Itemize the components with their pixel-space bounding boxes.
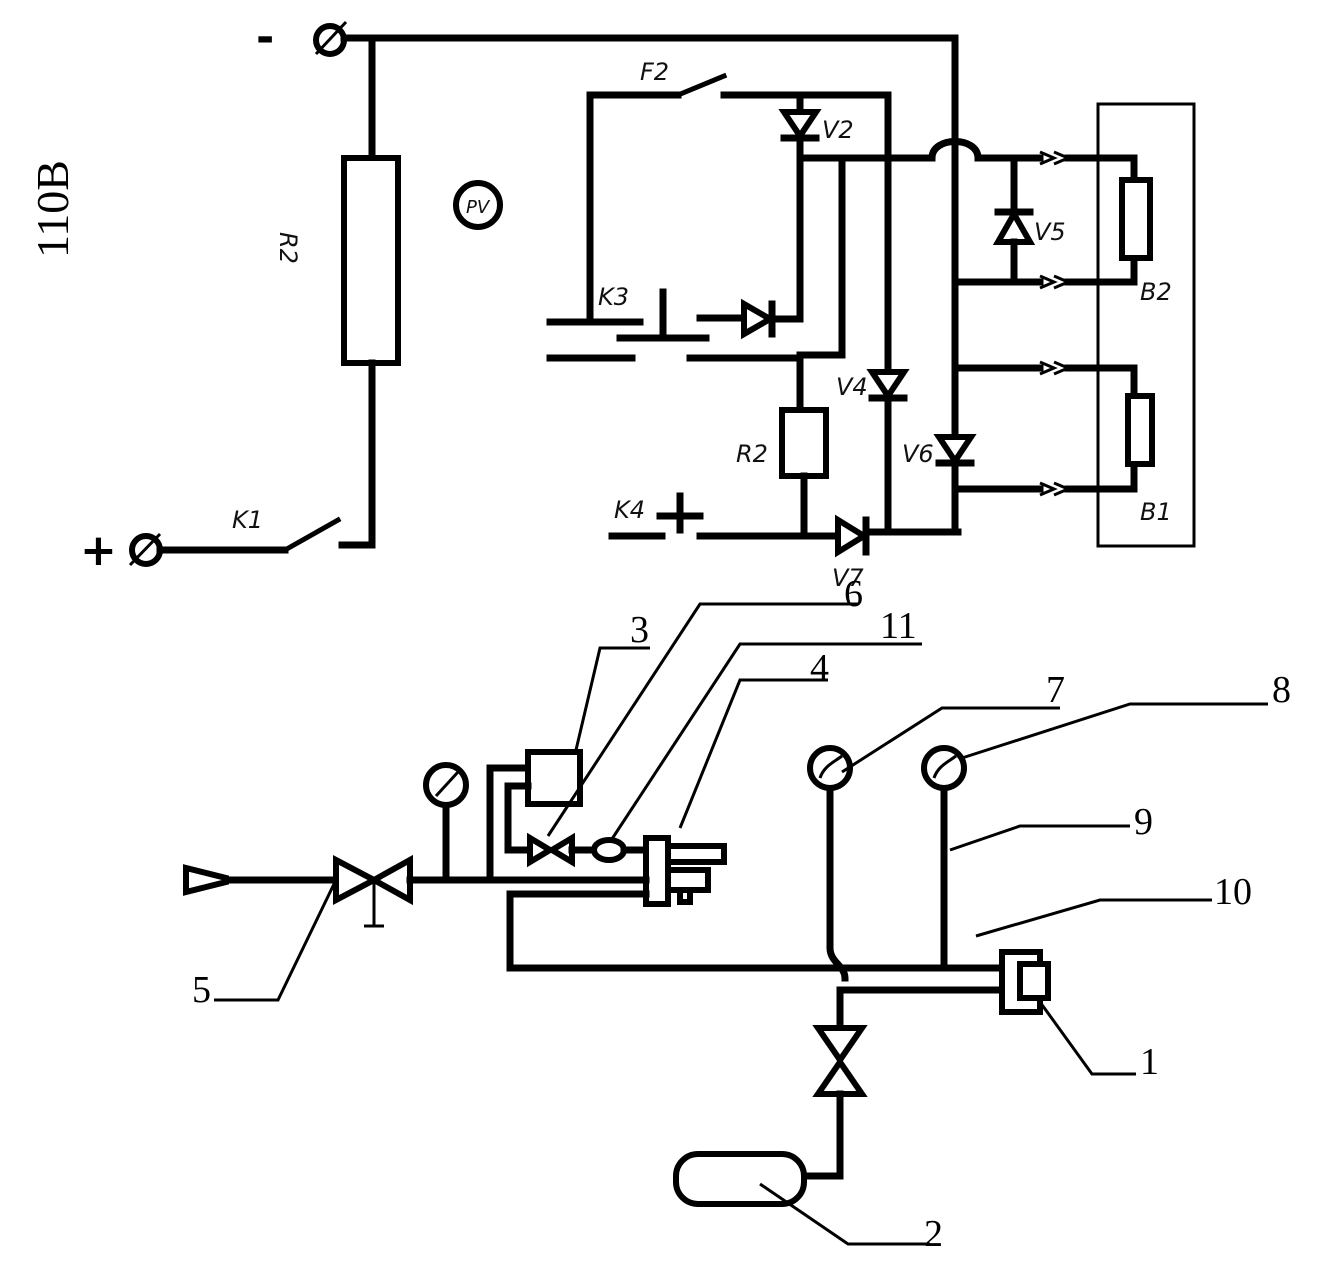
b1-upper-conn-wire — [1064, 364, 1138, 400]
switch-f2 — [674, 72, 728, 99]
label-r2-lower: R2 — [736, 440, 768, 468]
label-7: 7 — [1046, 669, 1065, 711]
device-1 — [999, 949, 1051, 1015]
label-v7: V7 — [832, 564, 864, 592]
label-k3: K3 — [598, 283, 629, 311]
label-2: 2 — [924, 1213, 943, 1255]
b2-lower-conn-wire — [1064, 254, 1138, 286]
leader-lines — [214, 602, 1268, 1246]
label-4: 4 — [810, 647, 829, 689]
label-10: 10 — [1214, 871, 1252, 913]
wire-crossover-hop — [928, 138, 982, 162]
valve-5 — [333, 854, 413, 928]
connector-arrows — [1039, 150, 1072, 497]
tank-pipe — [800, 1090, 844, 1180]
label-v2: V2 — [822, 116, 854, 144]
label-r2-main: R2 — [274, 232, 302, 264]
pv-meter-symbol: PV — [453, 180, 503, 230]
v2-out-wire — [796, 134, 936, 162]
label-8: 8 — [1272, 669, 1291, 711]
label-b2: B2 — [1140, 278, 1172, 306]
label-6: 6 — [844, 573, 863, 615]
label-k1: K1 — [232, 506, 263, 534]
gauge-7-stem — [826, 786, 849, 982]
plus-sign: + — [80, 525, 117, 576]
label-5: 5 — [192, 969, 211, 1011]
r2-bottom-lead — [338, 359, 376, 549]
pressure-gauge-7-icon — [807, 745, 853, 791]
f2-left-wire — [586, 91, 682, 322]
resistor-r2-lower — [779, 407, 829, 479]
label-v5: V5 — [1034, 218, 1066, 246]
element-11 — [591, 837, 627, 863]
element-b1 — [1125, 393, 1155, 467]
tank-shutoff-valve — [812, 1025, 868, 1097]
diode-v4 — [866, 369, 910, 402]
check-valve-6 — [527, 832, 575, 868]
block-3 — [525, 749, 583, 807]
element-b2 — [1119, 177, 1153, 261]
resistor-r2-main — [341, 155, 401, 366]
label-1: 1 — [1140, 1041, 1159, 1083]
minus-sign: - — [256, 12, 274, 63]
label-k4: K4 — [614, 496, 645, 524]
device-box-b1-b2 — [1096, 102, 1196, 548]
block-3-feed-pipe — [486, 764, 532, 884]
pressure-gauge-8-icon — [921, 745, 967, 791]
label-f2: F2 — [640, 58, 669, 86]
tank-2 — [673, 1151, 807, 1207]
label-b1: B1 — [1140, 498, 1172, 526]
inlet-nozzle — [183, 864, 229, 896]
cylinder-4 — [643, 835, 727, 907]
switch-k1 — [281, 516, 342, 554]
diode-v5 — [992, 154, 1036, 286]
supply-pressure-gauge-icon — [423, 762, 469, 808]
return-pipe — [506, 890, 1006, 972]
b1-lower-conn-wire — [1064, 460, 1138, 493]
diode-v7 — [835, 514, 870, 558]
label-v4: V4 — [836, 373, 868, 401]
label-v6: V6 — [902, 440, 934, 468]
diode-k3-branch — [741, 298, 804, 340]
label-11: 11 — [880, 605, 917, 647]
diode-v6 — [933, 434, 977, 467]
v3-return-wire — [796, 154, 846, 359]
top-bus-wire — [340, 34, 959, 286]
diode-v2 — [778, 91, 822, 142]
label-3: 3 — [630, 609, 649, 651]
voltage-label: 110B — [27, 160, 78, 258]
plus-terminal — [128, 532, 163, 567]
b2-upper-conn-wire — [1064, 154, 1138, 184]
label-pv: PV — [466, 197, 491, 218]
valve-6-loop-pipe — [504, 782, 534, 854]
label-9: 9 — [1134, 801, 1153, 843]
